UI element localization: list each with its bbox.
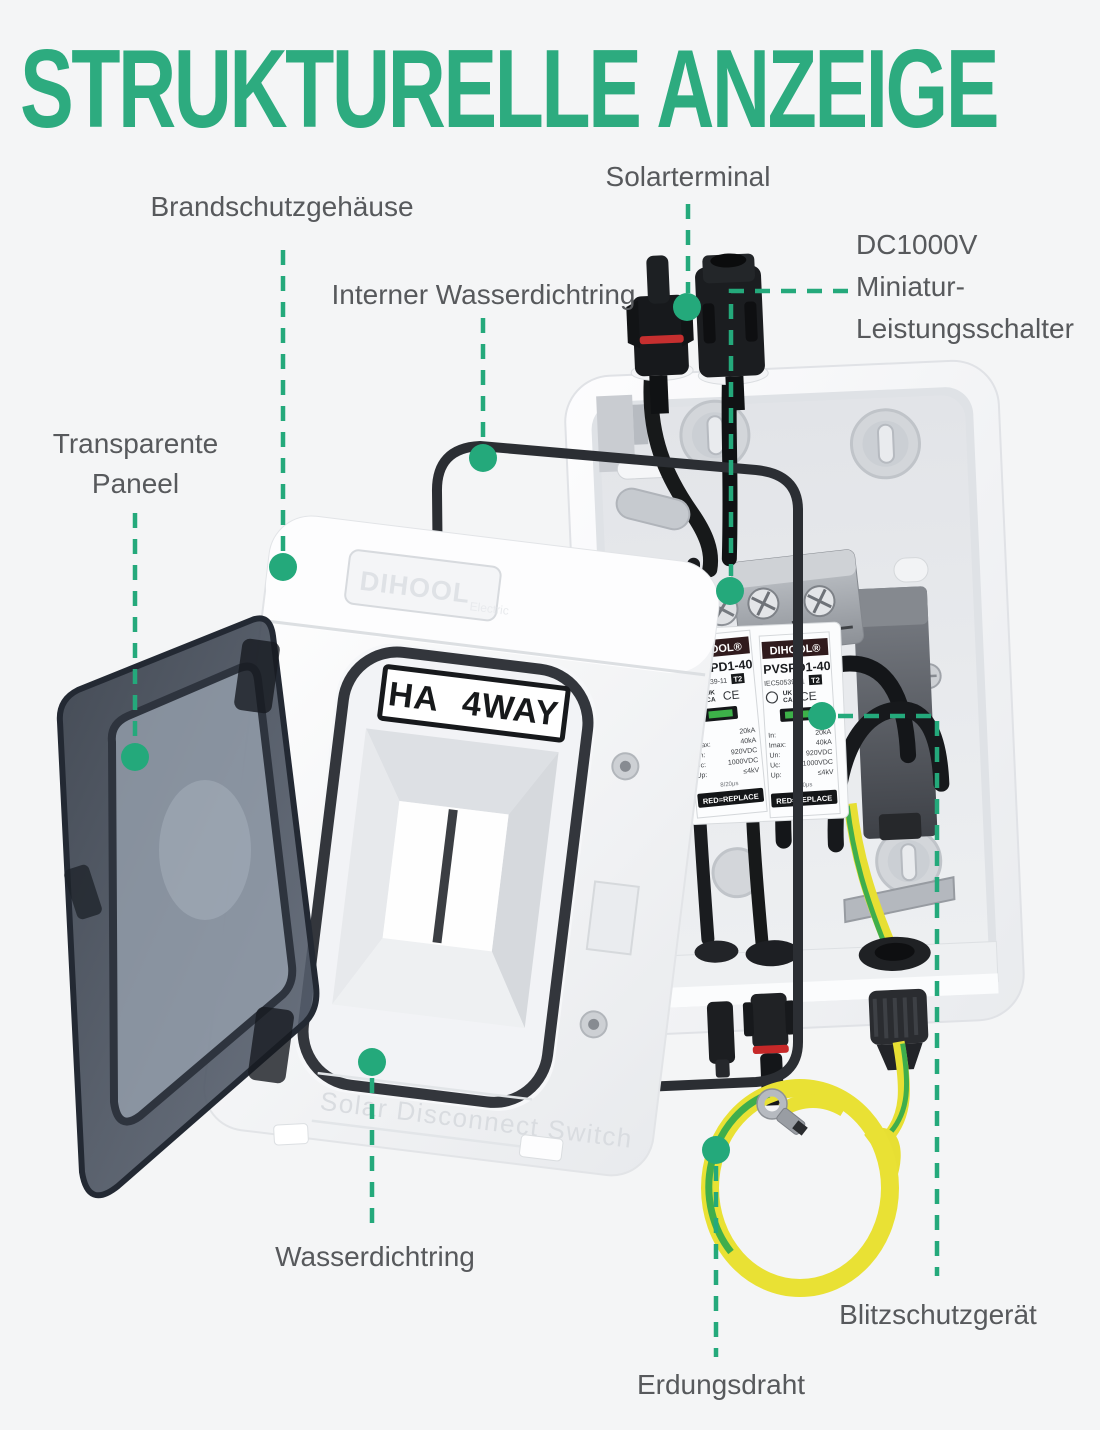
spd-standard: IEC50539-11 (764, 678, 805, 687)
cert-ca: CA (706, 696, 716, 704)
leader-blitzschutzgeraet (838, 713, 940, 1276)
spd-specs: In: 20kA Imax: 40kA Un: 920VDC Uc: 1000VDC U… (768, 729, 834, 780)
brand-suffix-text: Electric (469, 599, 510, 618)
cert-ce: CE (722, 687, 740, 703)
flange-slot (585, 880, 640, 956)
ring-terminal (756, 1088, 808, 1136)
lid-seam (266, 619, 706, 677)
model-label: HA 4WAY (377, 664, 571, 743)
callout-leaders (121, 204, 940, 1357)
spd-type-badge: T2 (811, 676, 820, 686)
svg-text:Up:: Up: (771, 772, 782, 780)
svg-text:≤4kV: ≤4kV (743, 767, 760, 776)
engraving-line (311, 1119, 527, 1149)
hinge-pin (615, 487, 691, 531)
label-dc1000v-schalter: DC1000V Miniatur- Leistungsschalter (856, 224, 1096, 350)
label-line: Transparente (52, 428, 219, 459)
mc4-red-ring (752, 1044, 789, 1055)
status-indicator-green (708, 709, 733, 719)
spd-module: DIHOOL® PVSPD1-40 IEC50539-11 T2 UK CA C… (679, 629, 768, 819)
front-enclosure-cover: DIHOOL Electric HA 4WAY (203, 515, 720, 1177)
cover-clip (518, 1134, 564, 1162)
ground-wire-loop (701, 1079, 901, 1297)
label-line: Paneel (91, 468, 180, 499)
interior-bracket-lip (632, 404, 649, 445)
brand-badge: DIHOOL Electric (344, 549, 510, 622)
door-hinge (248, 1006, 294, 1084)
label-blitzschutzgeraet: Blitzschutzgerät (839, 1299, 1037, 1330)
shelf-edge (624, 973, 999, 1010)
svg-text:920VDC: 920VDC (806, 749, 833, 758)
wall-standoff (893, 557, 929, 583)
door-hinge (234, 638, 280, 714)
din-window-recess (332, 728, 559, 1028)
label-wasserdichtring: Wasserdichtring (275, 1241, 475, 1272)
cert-uk: UK (705, 689, 715, 697)
solar-terminal-male-mc4 (626, 255, 694, 415)
svg-text:20kA: 20kA (815, 729, 832, 737)
svg-text:1000VDC: 1000VDC (728, 757, 759, 767)
label-brandschutzgehaeuse: Brandschutzgehäuse (150, 191, 414, 222)
door-latch (64, 864, 102, 920)
svg-text:In:: In: (768, 732, 776, 739)
lock-nut (745, 940, 800, 967)
internal-mc4-connectors (706, 992, 797, 1106)
cert-uk: UK (783, 690, 793, 698)
spd-pulse-rating: 8/20μs (720, 781, 739, 789)
label-line: Miniatur- (856, 271, 965, 302)
spd-type-badge: T2 (733, 674, 743, 684)
svg-text:Imax:: Imax: (769, 742, 787, 750)
window-divider (432, 809, 458, 944)
page-title: STRUKTURELLE ANZEIGE (20, 27, 1000, 152)
spd-pulse-rating: 8/20μs (794, 782, 812, 789)
internal-seal-ring (431, 441, 803, 1100)
cert-ca: CA (783, 697, 793, 705)
leader-dots (121, 293, 836, 1164)
svg-text:920VDC: 920VDC (731, 747, 758, 757)
flange-screw-hole-center (619, 760, 631, 772)
svg-text:1000VDC: 1000VDC (803, 759, 834, 768)
mc4-red-ring (639, 334, 684, 345)
flange-screw-hole-center (588, 1018, 600, 1030)
label-transparente-paneel: Transparente Paneel (33, 424, 238, 504)
label-solarterminal: Solarterminal (605, 161, 771, 192)
ground-wire-stripe-lower (888, 1043, 910, 1134)
leader-dc1000v-schalter (728, 288, 848, 576)
mounting-boss-top-right (849, 408, 921, 480)
svg-text:≤4kV: ≤4kV (818, 769, 835, 777)
label-interner-wasserdichtring: Interner Wasserdichtring (331, 279, 636, 310)
svg-text:40kA: 40kA (816, 739, 833, 747)
ground-wire-upper (843, 802, 895, 945)
surge-protector-spd: DIHOOL® PVSPD1-40 IEC50539-11 T2 UK CA C… (676, 621, 849, 825)
spd-replace-note: RED=REPLACE (776, 793, 833, 805)
ground-wire-stripe (844, 805, 886, 942)
label-erdungsdraht: Erdungsdraht (636, 1369, 806, 1400)
terminal-screw-positive (747, 587, 780, 620)
cover-clip (273, 1123, 309, 1146)
svg-text:20kA: 20kA (739, 727, 756, 736)
lock-nut (694, 940, 739, 963)
engraving-line (317, 1071, 533, 1101)
label-line: Leistungsschalter (856, 313, 1074, 344)
svg-text:Uc:: Uc: (695, 762, 706, 770)
cert-mark-icon (765, 691, 779, 704)
minus-mark: − (837, 612, 855, 644)
door-reflection (159, 780, 251, 920)
gland-nut-hole (874, 942, 915, 961)
svg-text:40kA: 40kA (740, 737, 757, 746)
svg-text:Uc:: Uc: (770, 762, 781, 770)
terminal-screw-negative (803, 585, 836, 618)
cert-ce: CE (800, 689, 817, 704)
svg-text:Up:: Up: (696, 772, 708, 780)
door-window (107, 662, 297, 1126)
svg-text:Un:: Un: (769, 752, 780, 760)
label-line: DC1000V (856, 229, 978, 260)
